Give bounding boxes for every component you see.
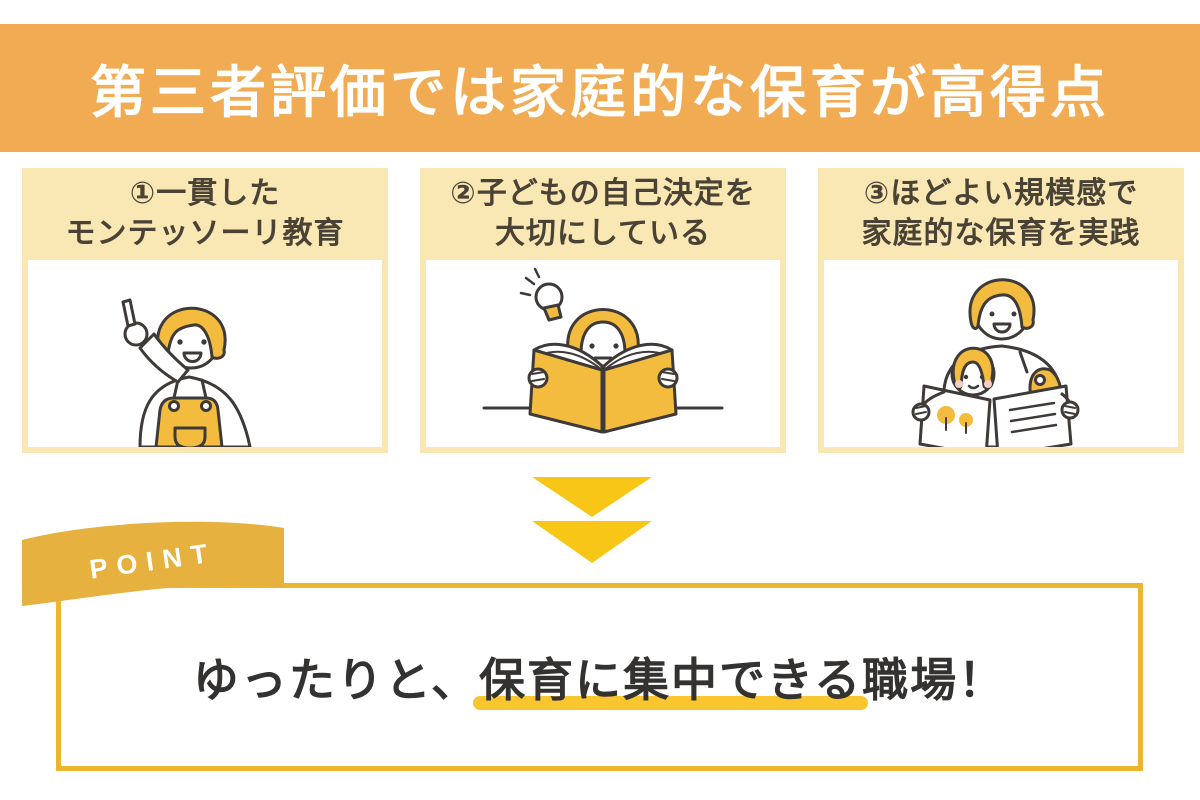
point-ribbon: POINT	[22, 521, 284, 606]
card-3-title-line2: 家庭的な保育を実践	[861, 217, 1141, 250]
card-2-header: ②子どもの自己決定を 大切にしている	[420, 168, 786, 260]
card-1-header: ①一貫した モンテッソーリ教育	[22, 168, 388, 260]
teacher-pointing-illustration	[121, 298, 252, 447]
double-down-chevron-icon	[532, 477, 652, 563]
card-1-body	[28, 260, 382, 447]
top-banner: 第三者評価では家庭的な保育が高得点	[0, 24, 1200, 152]
girl-reading-book-illustration	[482, 267, 724, 434]
feature-card-1: ①一貫した モンテッソーリ教育	[22, 168, 388, 453]
card-3-title-line1: ③ほどよい規模感で	[863, 176, 1139, 210]
conclusion-box: ゆったりと、保育に集中できる職場！	[56, 583, 1143, 771]
page-title: 第三者評価では家庭的な保育が高得点	[90, 60, 1110, 124]
feature-card-3: ③ほどよい規模感で 家庭的な保育を実践	[818, 168, 1184, 453]
conclusion-text-highlighted: 保育に集中できる	[479, 654, 863, 706]
card-2-body	[426, 260, 780, 447]
card-3-body	[824, 260, 1178, 447]
conclusion-text-before: ゆったりと、	[192, 654, 480, 706]
card-3-header: ③ほどよい規模感で 家庭的な保育を実践	[818, 168, 1184, 260]
feature-card-2: ②子どもの自己決定を 大切にしている	[420, 168, 786, 453]
caregiver-and-child-reading-illustration	[911, 278, 1080, 447]
lightbulb-icon	[519, 267, 564, 322]
conclusion-text: ゆったりと、保育に集中できる職場！	[193, 644, 1006, 710]
card-1-title-line2: モンテッソーリ教育	[65, 217, 345, 250]
card-1-title-line1: ①一貫した	[129, 176, 281, 210]
card-2-title-line1: ②子どもの自己決定を	[450, 176, 756, 210]
card-2-title-line2: 大切にしている	[494, 217, 712, 250]
conclusion-text-after: 職場！	[862, 654, 1007, 706]
